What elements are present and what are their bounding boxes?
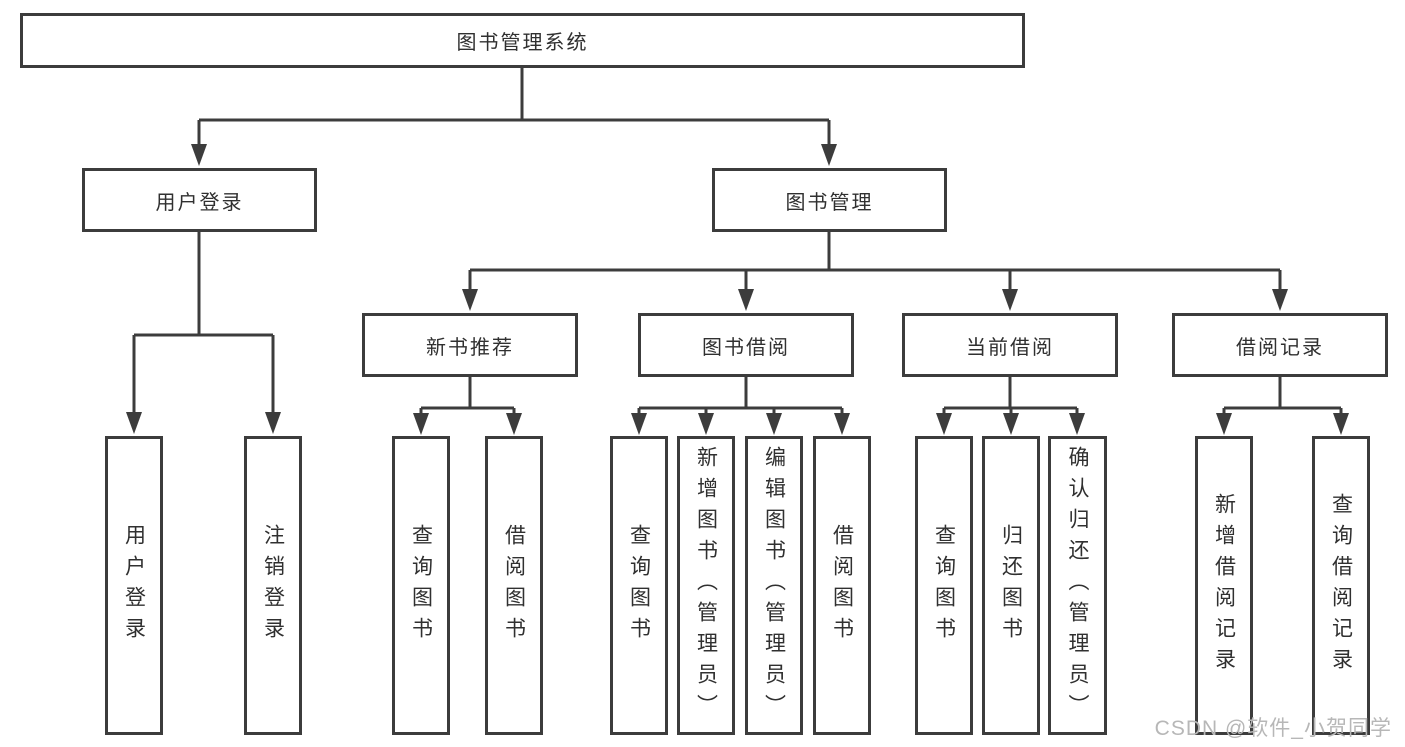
node-label: 借阅记录	[1236, 336, 1324, 359]
node-label: 新增借阅记录	[1212, 492, 1236, 679]
node-label: 归还图书	[999, 523, 1023, 648]
node-user-login: 用户登录	[82, 168, 317, 232]
node-label: 查询借阅记录	[1329, 492, 1353, 679]
node-label: 新增图书（管理员）	[694, 446, 718, 725]
node-confirm-return-admin: 确认归还（管理员）	[1048, 436, 1107, 735]
node-query-book-current: 查询图书	[915, 436, 973, 735]
node-new-book-recommend: 新书推荐	[362, 313, 578, 377]
node-query-book-borrow: 查询图书	[610, 436, 668, 735]
node-label: 图书借阅	[702, 336, 790, 359]
node-book-borrow: 图书借阅	[638, 313, 854, 377]
node-label: 借阅图书	[830, 523, 854, 648]
node-label: 用户登录	[122, 523, 146, 648]
node-label: 查询图书	[932, 523, 956, 648]
node-user-login-leaf: 用户登录	[105, 436, 163, 735]
node-add-borrow-record: 新增借阅记录	[1195, 436, 1253, 735]
node-label: 图书管理	[785, 191, 874, 214]
node-label: 查询图书	[409, 523, 433, 648]
csdn-watermark: CSDN @软件_小贺同学	[1154, 717, 1392, 740]
node-borrow-records: 借阅记录	[1172, 313, 1388, 377]
node-label: 注销登录	[261, 523, 285, 648]
node-query-book-recommend: 查询图书	[392, 436, 450, 735]
node-add-book-admin: 新增图书（管理员）	[677, 436, 735, 735]
node-book-management: 图书管理	[712, 168, 947, 232]
node-label: 查询图书	[627, 523, 651, 648]
node-current-borrow: 当前借阅	[902, 313, 1118, 377]
node-borrow-book-recommend: 借阅图书	[485, 436, 543, 735]
node-borrow-book: 借阅图书	[813, 436, 871, 735]
node-label: 新书推荐	[426, 336, 514, 359]
node-edit-book-admin: 编辑图书（管理员）	[745, 436, 803, 735]
node-logout: 注销登录	[244, 436, 302, 735]
node-label: 图书管理系统	[456, 32, 589, 54]
node-label: 借阅图书	[502, 523, 526, 648]
node-return-book: 归还图书	[982, 436, 1040, 735]
node-label: 当前借阅	[966, 336, 1054, 359]
node-label: 确认归还（管理员）	[1066, 446, 1089, 725]
node-query-borrow-record: 查询借阅记录	[1312, 436, 1370, 735]
node-label: 编辑图书（管理员）	[762, 446, 786, 725]
node-library-management-system: 图书管理系统	[20, 13, 1025, 68]
node-label: 用户登录	[155, 191, 244, 214]
